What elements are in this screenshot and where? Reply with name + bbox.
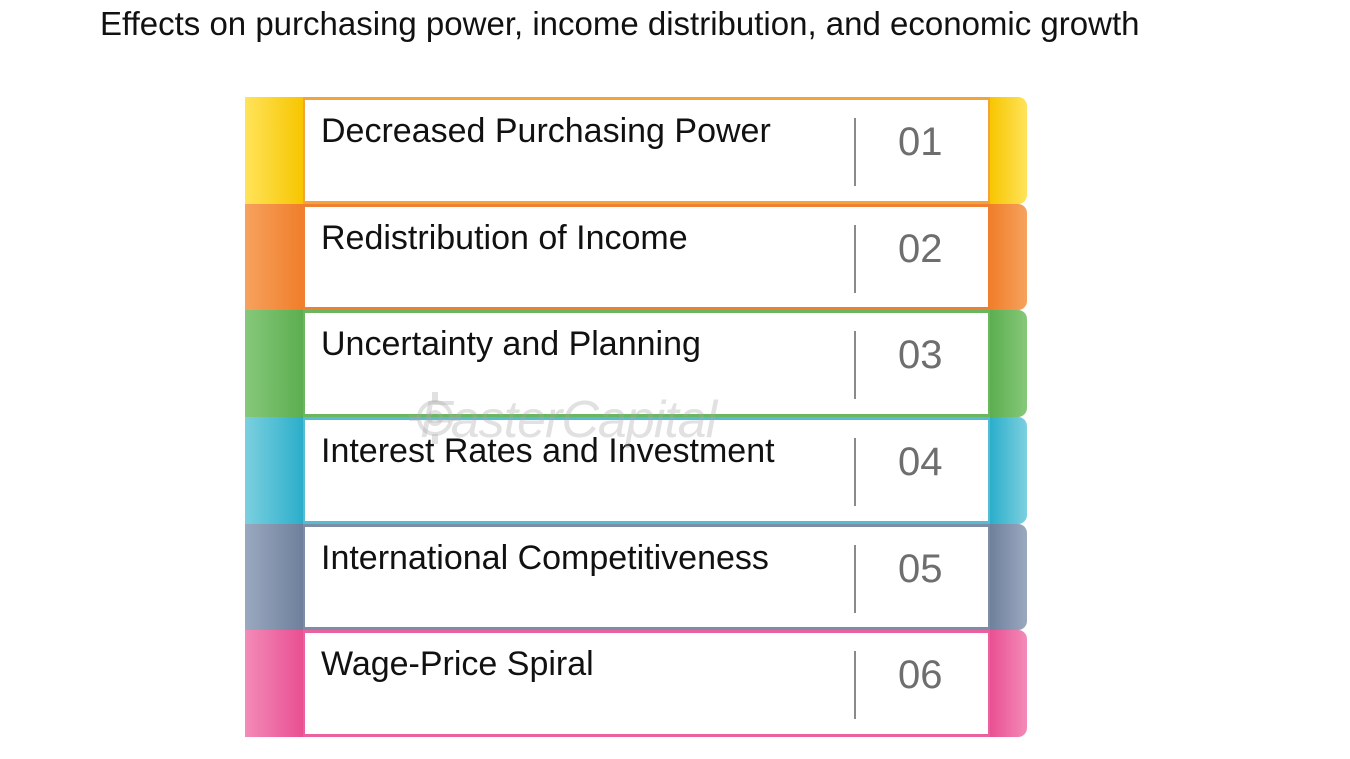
divider: [854, 331, 856, 400]
item-label: Redistribution of Income: [321, 218, 688, 257]
item-card: Uncertainty and Planning 03: [303, 310, 990, 418]
divider: [854, 544, 856, 613]
divider: [854, 118, 856, 186]
item-number: 01: [898, 120, 943, 164]
color-tab-right: [990, 630, 1027, 738]
list-item: Interest Rates and Investment 04: [245, 417, 1027, 524]
list-item: Redistribution of Income 02: [245, 203, 1027, 311]
item-label: Interest Rates and Investment: [321, 432, 775, 471]
color-tab-left: [245, 310, 303, 418]
list-item: International Competitiveness 05: [245, 523, 1027, 631]
item-number: 02: [898, 226, 943, 271]
item-card: Wage-Price Spiral 06: [303, 630, 990, 738]
color-tab-left: [245, 417, 303, 524]
list-item: Uncertainty and Planning 03: [245, 310, 1027, 418]
divider: [854, 224, 856, 293]
list-item: Wage-Price Spiral 06: [245, 630, 1027, 738]
item-number: 04: [898, 440, 943, 485]
item-number: 03: [898, 333, 943, 378]
item-card: International Competitiveness 05: [303, 523, 990, 631]
item-number: 06: [898, 653, 943, 698]
list-item: Decreased Purchasing Power 01: [245, 97, 1027, 204]
color-tab-left: [245, 630, 303, 738]
item-card: Redistribution of Income 02: [303, 203, 990, 311]
color-tab-right: [990, 203, 1027, 311]
item-card: Interest Rates and Investment 04: [303, 417, 990, 524]
item-label: Decreased Purchasing Power: [321, 112, 771, 150]
divider: [854, 438, 856, 507]
color-tab-right: [990, 97, 1027, 204]
item-number: 05: [898, 546, 943, 591]
item-label: International Competitiveness: [321, 538, 769, 577]
item-card: Decreased Purchasing Power 01: [303, 97, 990, 204]
item-label: Wage-Price Spiral: [321, 645, 594, 684]
color-tab-left: [245, 203, 303, 311]
color-tab-right: [990, 523, 1027, 631]
color-tab-left: [245, 97, 303, 204]
color-tab-left: [245, 523, 303, 631]
divider: [854, 651, 856, 720]
color-tab-right: [990, 417, 1027, 524]
color-tab-right: [990, 310, 1027, 418]
page-title: Effects on purchasing power, income dist…: [100, 5, 1140, 42]
item-label: Uncertainty and Planning: [321, 325, 701, 364]
